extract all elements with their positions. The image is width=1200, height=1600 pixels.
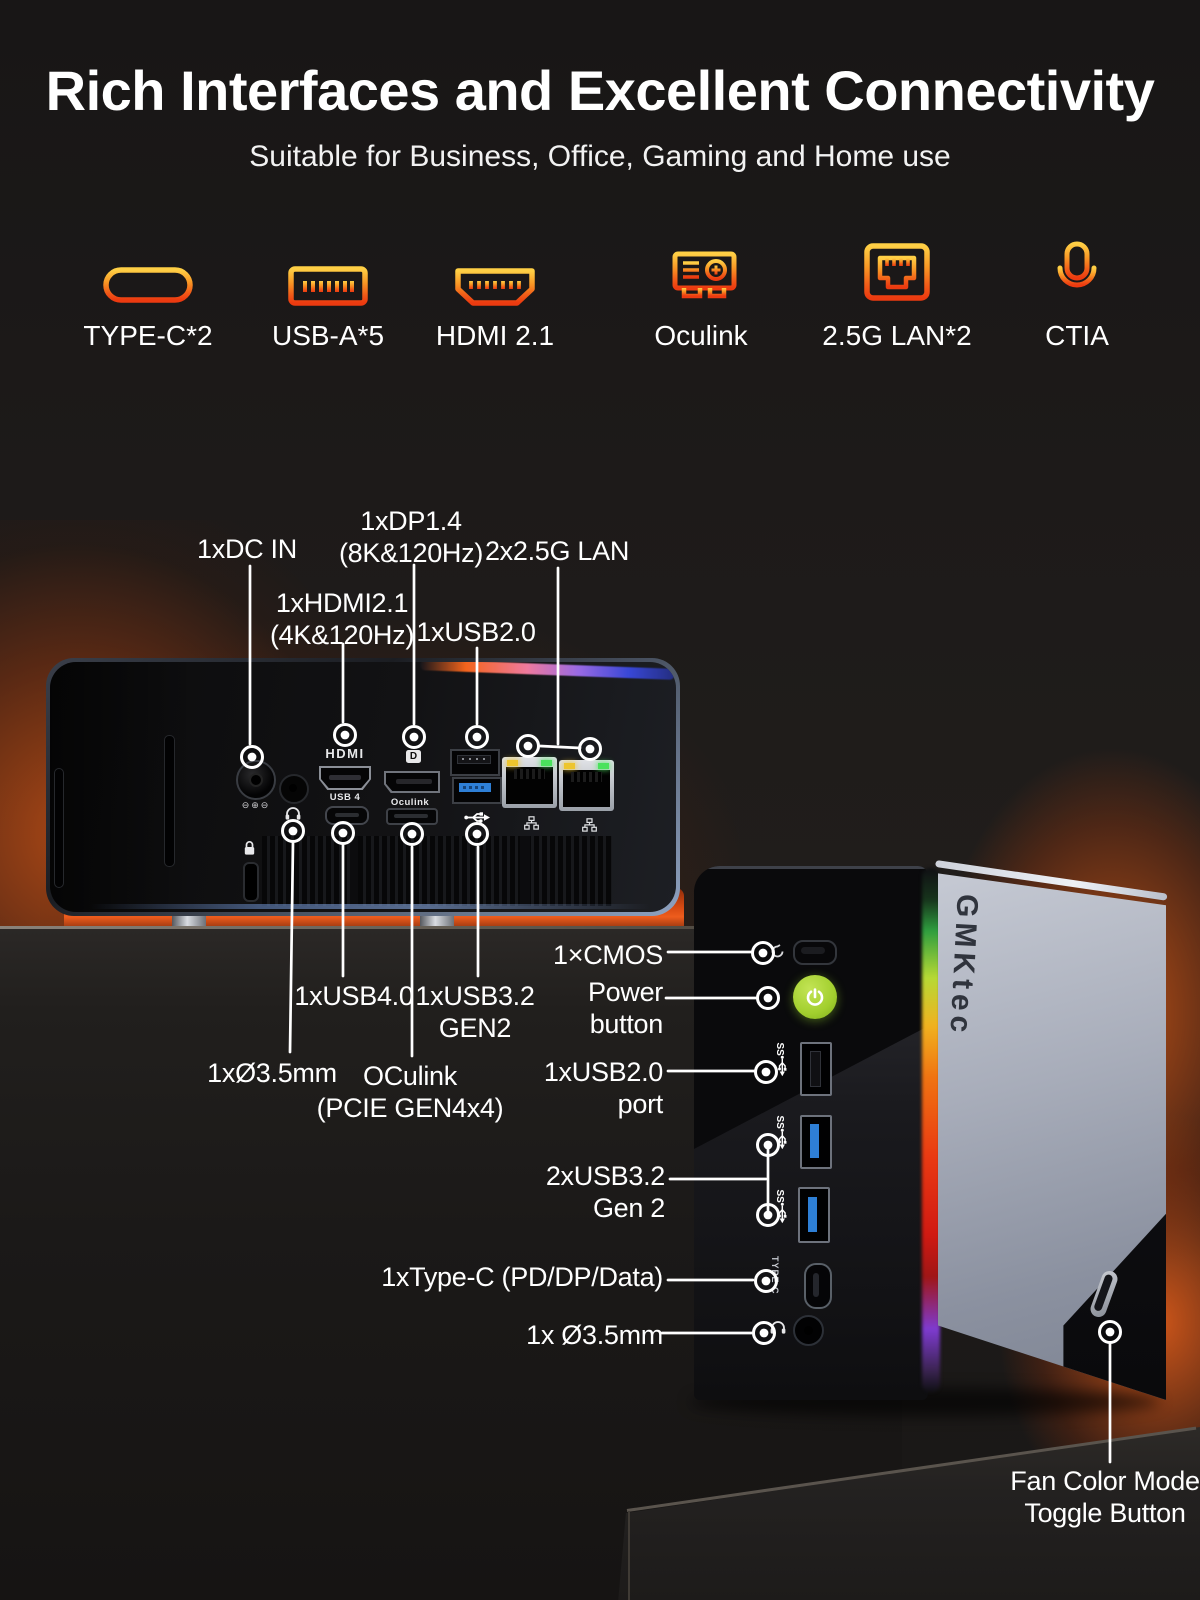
label-usb2-back: 1xUSB2.0 (416, 617, 536, 647)
usb-ss-icon: SS (774, 1043, 788, 1077)
front-device-face: SS SS SS TYPE C (694, 866, 928, 1400)
lan-port (502, 757, 557, 808)
ss-label: SS (775, 1116, 786, 1130)
front-usb3-port (800, 1115, 832, 1169)
front-device-side-panel: GMKtec (938, 873, 1166, 1400)
back-device-body: ⊖⊕⊖ HDMI USB 4 D Oculink (50, 662, 676, 912)
microphone-icon (977, 228, 1177, 308)
hdmi-port (319, 766, 371, 790)
feature-hdmi: HDMI 2.1 (395, 228, 595, 352)
ss-label: SS (775, 1190, 786, 1204)
front-usb2-port (800, 1042, 832, 1096)
bottom-rim-light (90, 904, 650, 909)
brand-logo: GMKtec (943, 893, 984, 1039)
page-title: Rich Interfaces and Excellent Connectivi… (45, 59, 1155, 122)
rgb-light-strip-top (419, 662, 676, 680)
front-typec-port (804, 1263, 832, 1309)
front-audio-jack (793, 1315, 824, 1346)
ethernet-port-icon (797, 228, 997, 308)
feature-label: TYPE-C*2 (83, 320, 213, 351)
feature-type-c: TYPE-C*2 (48, 228, 248, 352)
usb-ss-icon: SS (774, 1116, 788, 1150)
vent-gap (350, 836, 358, 906)
displayport-logo: D (406, 750, 421, 763)
label-cmos: 1×CMOS (553, 940, 663, 970)
oculink-port-label: Oculink (390, 797, 430, 808)
power-icon (805, 987, 825, 1007)
usb3-port (452, 777, 502, 804)
power-button (793, 975, 837, 1019)
label-power: Power button (587, 977, 663, 1039)
feature-label: HDMI 2.1 (435, 320, 555, 351)
oculink-port (386, 808, 438, 825)
hdmi-port-label: HDMI (325, 746, 365, 761)
label-oculink: OCulink (PCIE GEN4x4) (316, 1061, 504, 1123)
cmos-switch (793, 940, 837, 965)
feature-label: USB-A*5 (271, 320, 385, 351)
headphone-icon (770, 1320, 786, 1334)
displayport-port (384, 771, 440, 793)
lan-led-green (598, 763, 609, 769)
feature-oculink: Oculink (601, 228, 801, 352)
network-icon (524, 816, 539, 830)
front-usb3-port (798, 1187, 830, 1243)
label-jack-back: 1xØ3.5mm (207, 1058, 337, 1088)
kensington-lock-icon (243, 840, 256, 856)
feature-label: 2.5G LAN*2 (822, 320, 972, 351)
dc-polarity-mark: ⊖⊕⊖ (241, 800, 271, 810)
lan-led-green (541, 760, 552, 766)
label-usb32-back: 1xUSB3.2 GEN2 (415, 981, 535, 1043)
usb-a-port-icon (228, 228, 428, 308)
headphone-icon (285, 806, 301, 820)
hdmi-port-icon (395, 228, 595, 308)
side-vent-slot (164, 735, 175, 867)
vent-grille (262, 836, 612, 906)
network-icon (582, 818, 597, 832)
feature-label: Oculink (654, 320, 748, 351)
label-fan-mode: Fan Color Mode Toggle Button (1010, 1466, 1200, 1528)
page-subtitle: Suitable for Business, Office, Gaming an… (249, 140, 951, 173)
feature-usb-a: USB-A*5 (228, 228, 428, 352)
rgb-light-strip-front (922, 868, 940, 1392)
cmos-reset-icon (770, 944, 785, 959)
label-usb32-front: 2xUSB3.2 Gen 2 (545, 1161, 665, 1223)
label-dc-in: 1xDC IN (197, 534, 297, 564)
typec-port-label: TYPE C (770, 1256, 780, 1295)
feature-label: CTIA (1045, 320, 1109, 351)
ss-label: SS (775, 1043, 786, 1057)
usb-icon (464, 811, 490, 824)
side-vent-slot (54, 768, 64, 888)
lan-port (559, 760, 614, 811)
dc-in-port (236, 760, 276, 800)
front-pedestal-corner (628, 1511, 630, 1600)
label-jack-front: 1x Ø3.5mm (526, 1320, 663, 1350)
feature-ctia: CTIA (977, 228, 1177, 352)
lan-led-yellow (507, 760, 518, 766)
vent-gap (520, 836, 530, 906)
usb-ss-icon: SS (774, 1190, 788, 1224)
kensington-slot (243, 862, 259, 902)
label-typec: 1xType-C (PD/DP/Data) (381, 1262, 663, 1292)
feature-lan: 2.5G LAN*2 (797, 228, 997, 352)
label-lan: 2x2.5G LAN (484, 536, 630, 566)
pcie-card-icon (601, 228, 801, 308)
usb4-type-c-port (325, 806, 369, 825)
lan-led-yellow (564, 763, 575, 769)
type-c-port-icon (48, 228, 248, 308)
usb2-port (450, 749, 500, 776)
label-usb2-front: 1xUSB2.0 port (543, 1057, 663, 1119)
